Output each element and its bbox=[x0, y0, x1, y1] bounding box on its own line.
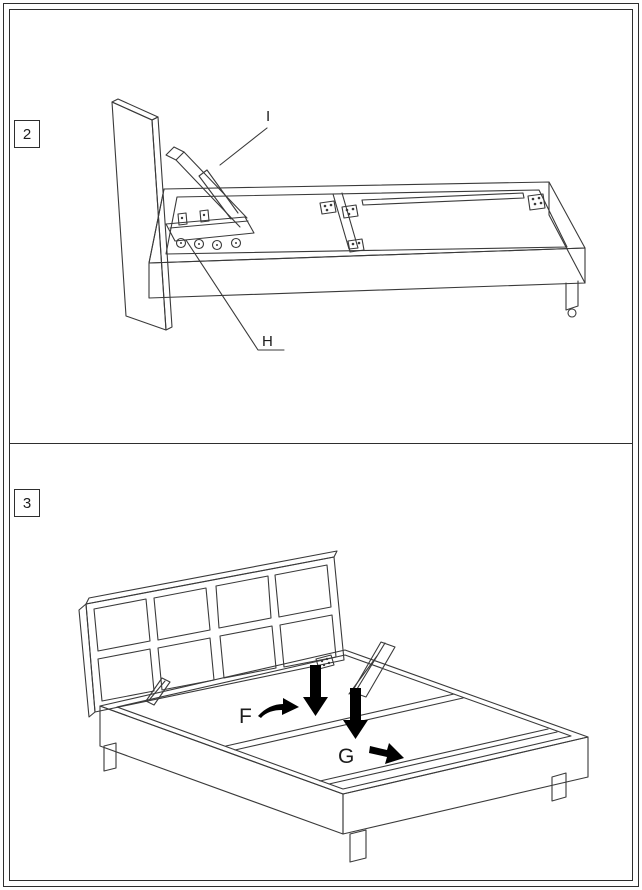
slat-deck bbox=[116, 654, 572, 790]
bed-frame bbox=[148, 181, 586, 318]
gas-strut bbox=[348, 655, 378, 695]
arrow-down-g bbox=[343, 688, 368, 739]
lift-mechanism bbox=[165, 146, 255, 251]
step-2-drawing bbox=[111, 98, 586, 351]
part-label-h: H bbox=[262, 333, 273, 350]
bed-legs bbox=[103, 742, 567, 863]
headboard-tufted bbox=[78, 550, 345, 718]
caster-wheels bbox=[175, 237, 242, 251]
hinge-plate-mid bbox=[341, 204, 359, 219]
panel-divider bbox=[10, 443, 632, 444]
leader-line-h bbox=[185, 239, 285, 351]
arrow-diagonal-g bbox=[369, 743, 404, 764]
cross-rail bbox=[332, 192, 359, 250]
panel-label-g: G bbox=[338, 745, 355, 768]
hinge-plate-right bbox=[527, 193, 546, 211]
headboard bbox=[111, 98, 173, 331]
arrow-down-f bbox=[303, 665, 328, 716]
leader-line-i bbox=[219, 127, 268, 166]
panel-label-f: F bbox=[239, 705, 252, 728]
caster-leg bbox=[565, 280, 579, 318]
deck-hinge-line bbox=[225, 693, 455, 747]
tufting-squares bbox=[93, 564, 337, 702]
rail-bracket bbox=[347, 238, 365, 253]
step-3-drawing bbox=[78, 550, 589, 863]
leader-lines bbox=[185, 127, 285, 351]
arrow-right-f bbox=[258, 698, 299, 718]
screw-dots bbox=[323, 196, 543, 246]
left-bracket bbox=[145, 677, 171, 706]
gas-strut bbox=[198, 169, 239, 220]
hinge-plate-left bbox=[319, 200, 337, 215]
lift-base-frame bbox=[165, 216, 255, 242]
long-slat bbox=[361, 192, 525, 206]
part-label-i: I bbox=[266, 108, 271, 125]
bed-frame bbox=[99, 649, 589, 863]
lift-arms-raised bbox=[145, 641, 396, 706]
step-2-number-box: 2 bbox=[14, 120, 40, 148]
lift-arms bbox=[165, 146, 248, 228]
frame-interior-parts bbox=[319, 192, 546, 253]
direction-arrows bbox=[258, 665, 404, 764]
step-3-number-box: 3 bbox=[14, 489, 40, 517]
